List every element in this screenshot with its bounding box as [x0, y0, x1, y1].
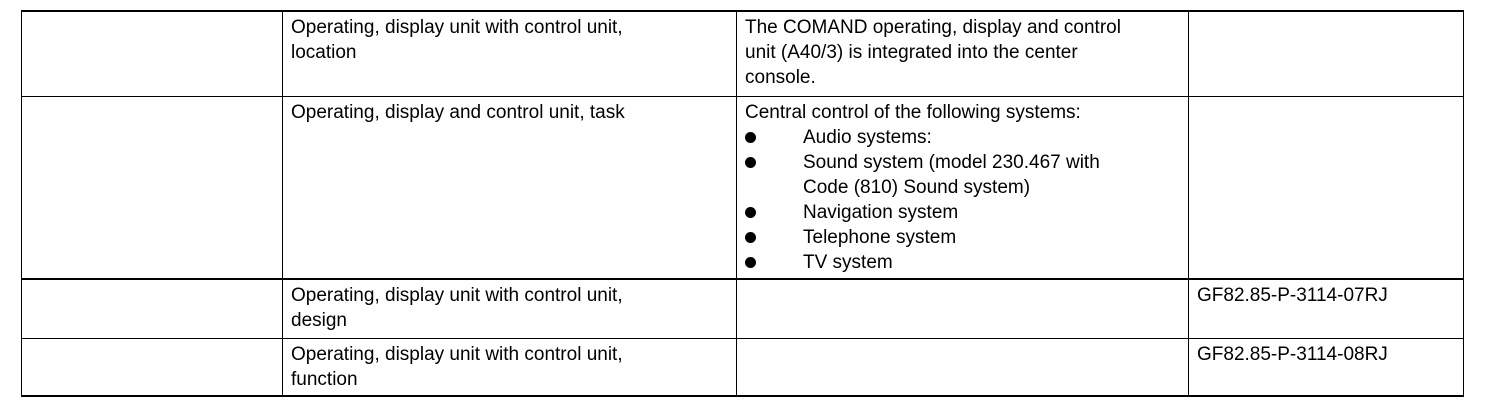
bullet-list: Audio systems: Sound system (model 230.4…	[745, 125, 1135, 275]
table-row: Operating, display unit with control uni…	[21, 278, 1464, 339]
cell-description	[736, 338, 1189, 397]
cell-document-code: GF82.85-P-3114-08RJ	[1188, 338, 1464, 397]
cell-document-code: GF82.85-P-3114-07RJ	[1188, 278, 1464, 339]
cell-document-code	[1188, 10, 1464, 97]
document-code-text: GF82.85-P-3114-07RJ	[1197, 285, 1388, 306]
list-item: Telephone system	[745, 225, 1135, 250]
description-text: The COMAND operating, display and contro…	[745, 17, 1121, 88]
topic-text: Operating, display unit with control uni…	[291, 17, 623, 63]
topic-text: Operating, display unit with control uni…	[291, 285, 623, 331]
bullet-icon	[745, 225, 803, 243]
cell-topic: Operating, display unit with control uni…	[282, 10, 737, 97]
cell-description	[736, 278, 1189, 339]
document-table: Operating, display unit with control uni…	[21, 10, 1464, 397]
document-code-text: GF82.85-P-3114-08RJ	[1197, 344, 1388, 365]
cell-document-code	[1188, 96, 1464, 280]
description-text: Central control of the following systems…	[745, 102, 1081, 123]
cell-empty	[21, 96, 283, 280]
table-row: Operating, display unit with control uni…	[21, 338, 1464, 397]
list-item: Audio systems:	[745, 125, 1135, 150]
bullet-text: Telephone system	[803, 227, 957, 248]
list-item: Navigation system	[745, 200, 1135, 225]
list-item: TV system	[745, 250, 1135, 275]
cell-empty	[21, 278, 283, 339]
cell-topic: Operating, display unit with control uni…	[282, 278, 737, 339]
bullet-text: Navigation system	[803, 202, 959, 223]
bullet-text: TV system	[803, 252, 893, 273]
bullet-icon	[745, 150, 803, 168]
table-row: Operating, display and control unit, tas…	[21, 96, 1464, 280]
bullet-text: Sound system (model 230.467 with Code (8…	[803, 152, 1100, 198]
cell-empty	[21, 10, 283, 97]
cell-topic: Operating, display and control unit, tas…	[282, 96, 737, 280]
bullet-icon	[745, 125, 803, 143]
cell-empty	[21, 338, 283, 397]
list-item: Sound system (model 230.467 with Code (8…	[745, 150, 1135, 200]
table-row: Operating, display unit with control uni…	[21, 10, 1464, 97]
bullet-icon	[745, 250, 803, 268]
cell-topic: Operating, display unit with control uni…	[282, 338, 737, 397]
bullet-icon	[745, 200, 803, 218]
topic-text: Operating, display unit with control uni…	[291, 344, 623, 390]
topic-text: Operating, display and control unit, tas…	[291, 102, 625, 123]
cell-description: The COMAND operating, display and contro…	[736, 10, 1189, 97]
cell-description: Central control of the following systems…	[736, 96, 1189, 280]
bullet-text: Audio systems:	[803, 127, 932, 148]
